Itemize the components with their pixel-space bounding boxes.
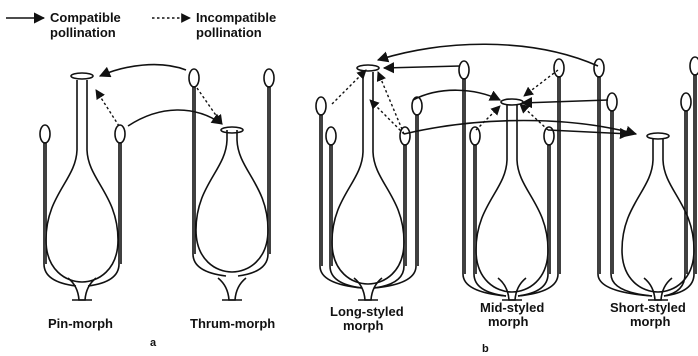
dashed-arrow-long-self-1 bbox=[332, 70, 366, 104]
mid-styled-anther-2 bbox=[470, 127, 480, 145]
dashed-arrow-pin-self bbox=[96, 90, 119, 126]
short-styled-anther-3 bbox=[681, 93, 691, 111]
pin-flower bbox=[40, 73, 125, 300]
arrow-short-anther-to-mid-stigma bbox=[522, 100, 608, 103]
mid-styled-pistil bbox=[476, 104, 548, 292]
thrum-stigma bbox=[221, 127, 243, 133]
pin-anther-2 bbox=[115, 125, 125, 143]
label-long-styled-1: Long-styled bbox=[330, 304, 404, 319]
mid-styled-pedicel bbox=[498, 278, 526, 300]
short-styled-filament-2 bbox=[611, 110, 652, 296]
arrow-mid-anther-to-long-stigma bbox=[384, 66, 460, 68]
long-styled-pistil bbox=[332, 72, 404, 284]
short-styled-flower bbox=[594, 57, 698, 300]
mid-styled-filament-4 bbox=[518, 76, 558, 296]
legend-compatible-label-1: Compatible bbox=[50, 10, 121, 25]
mid-styled-filament-1 bbox=[463, 78, 506, 296]
legend: Compatible pollination Incompatible poll… bbox=[6, 10, 276, 40]
long-styled-anther-1 bbox=[316, 97, 326, 115]
long-styled-pedicel bbox=[354, 278, 382, 300]
label-panel-a: a bbox=[150, 337, 157, 349]
long-styled-filament-2 bbox=[330, 144, 362, 288]
thrum-pistil bbox=[196, 130, 268, 272]
thrum-anther-2 bbox=[264, 69, 274, 87]
pin-anther-1 bbox=[40, 125, 50, 143]
pin-stigma bbox=[71, 73, 93, 79]
short-styled-anther-2 bbox=[607, 93, 617, 111]
thrum-flower bbox=[189, 69, 274, 300]
dashed-arrow-long-self-3 bbox=[370, 100, 404, 134]
legend-incompatible-label-1: Incompatible bbox=[196, 10, 276, 25]
thrum-pedicel bbox=[218, 278, 246, 300]
dashed-arrow-mid-self-2 bbox=[520, 104, 548, 130]
label-pin-morph: Pin-morph bbox=[48, 316, 113, 331]
dashed-arrow-mid-self-3 bbox=[476, 106, 500, 130]
long-styled-anther-3 bbox=[400, 127, 410, 145]
long-styled-stigma bbox=[357, 65, 379, 71]
label-short-styled-1: Short-styled bbox=[610, 300, 686, 315]
short-styled-pistil bbox=[622, 138, 694, 292]
mid-styled-anther-1 bbox=[459, 61, 469, 79]
arrow-long-anther-to-mid-stigma bbox=[413, 90, 500, 100]
panel-b-arrows bbox=[332, 44, 636, 134]
legend-incompatible-label-2: pollination bbox=[196, 25, 262, 40]
labels: Pin-morph Thrum-morph a Long-styled morp… bbox=[48, 300, 686, 355]
panel-a-arrows bbox=[96, 65, 222, 126]
mid-styled-flower bbox=[459, 59, 564, 300]
short-styled-stigma bbox=[647, 133, 669, 139]
arrow-pin-anther-to-thrum-stigma bbox=[128, 110, 222, 126]
pin-pistil bbox=[46, 80, 118, 282]
mid-styled-stigma bbox=[501, 99, 523, 105]
long-styled-anther-2 bbox=[326, 127, 336, 145]
dashed-arrow-thrum-self bbox=[197, 88, 222, 124]
arrow-thrum-anther-to-pin-stigma bbox=[100, 65, 186, 76]
short-styled-anther-1 bbox=[594, 59, 604, 77]
label-mid-styled-2: morph bbox=[488, 314, 529, 329]
thrum-anther-1 bbox=[189, 69, 199, 87]
pin-filament-1 bbox=[44, 142, 76, 286]
dashed-arrow-mid-self-1 bbox=[524, 70, 558, 96]
flowers-layer bbox=[40, 57, 698, 300]
label-thrum-morph: Thrum-morph bbox=[190, 316, 275, 331]
short-styled-pedicel bbox=[644, 278, 672, 300]
label-short-styled-2: morph bbox=[630, 314, 671, 329]
label-mid-styled-1: Mid-styled bbox=[480, 300, 544, 315]
legend-compatible-label-2: pollination bbox=[50, 25, 116, 40]
label-panel-b: b bbox=[482, 343, 489, 355]
dashed-arrow-long-self-2 bbox=[378, 72, 404, 134]
short-styled-filament-1 bbox=[598, 76, 652, 296]
mid-styled-filament-2 bbox=[474, 144, 506, 296]
arrow-short-tall-to-long-stigma bbox=[378, 44, 598, 66]
mid-styled-anther-4 bbox=[554, 59, 564, 77]
label-long-styled-2: morph bbox=[343, 318, 384, 333]
short-styled-anther-4 bbox=[690, 57, 698, 75]
long-styled-flower bbox=[316, 65, 422, 300]
